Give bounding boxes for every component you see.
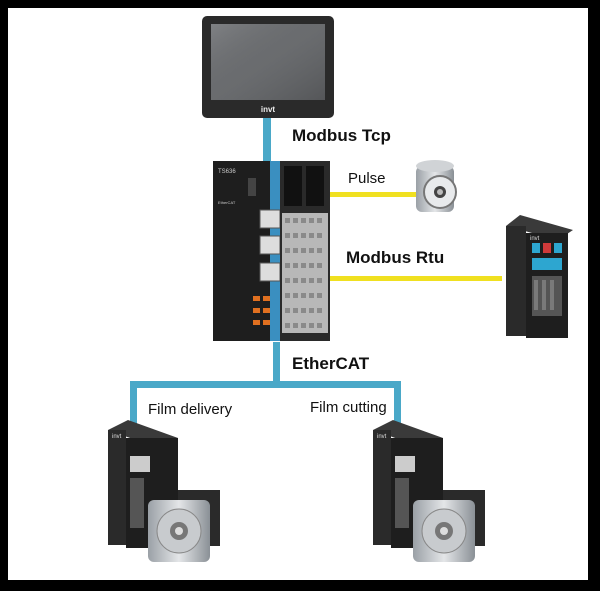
hmi-touch-panel: invt <box>202 16 334 118</box>
encoder <box>416 160 457 212</box>
ethercat-drop-right <box>394 381 401 427</box>
plc-port-1 <box>259 209 281 229</box>
servo-left-motor <box>148 490 220 562</box>
pulse-label: Pulse <box>348 170 386 187</box>
film-cutting-label: Film cutting <box>310 399 387 416</box>
hmi-brand-logo: invt <box>261 105 276 114</box>
ethercat-label: EtherCAT <box>292 354 370 373</box>
servo-right-brand-logo: invt <box>377 434 387 440</box>
servo-left-brand-logo: invt <box>112 434 122 440</box>
modbus-tcp-label: Modbus Tcp <box>292 126 391 145</box>
hmi-plc-link <box>263 117 271 164</box>
diagram-graphics: invt TS636 EtherCAT <box>108 16 573 562</box>
inverter-drive: invt <box>506 215 573 338</box>
plc-port-2 <box>259 235 281 255</box>
plc-model-label: TS636 <box>218 169 236 175</box>
plc-port-3 <box>259 262 281 282</box>
servo-right: invt <box>373 420 485 562</box>
pulse-link <box>330 192 418 197</box>
modbus-rtu-label: Modbus Rtu <box>346 248 445 267</box>
inverter-brand-logo: invt <box>530 236 540 242</box>
plc-ethercat-mark: EtherCAT <box>218 200 236 205</box>
rtu-link <box>330 276 502 281</box>
plc-ethercat-trunk <box>273 342 280 384</box>
servo-right-motor <box>413 490 485 562</box>
ethercat-drop-left <box>130 381 137 427</box>
plc-controller: TS636 EtherCAT <box>213 161 330 341</box>
diagram-canvas: invt TS636 EtherCAT <box>8 8 588 580</box>
film-delivery-label: Film delivery <box>148 401 233 418</box>
ethercat-bus <box>130 381 401 388</box>
servo-left: invt <box>108 420 220 562</box>
